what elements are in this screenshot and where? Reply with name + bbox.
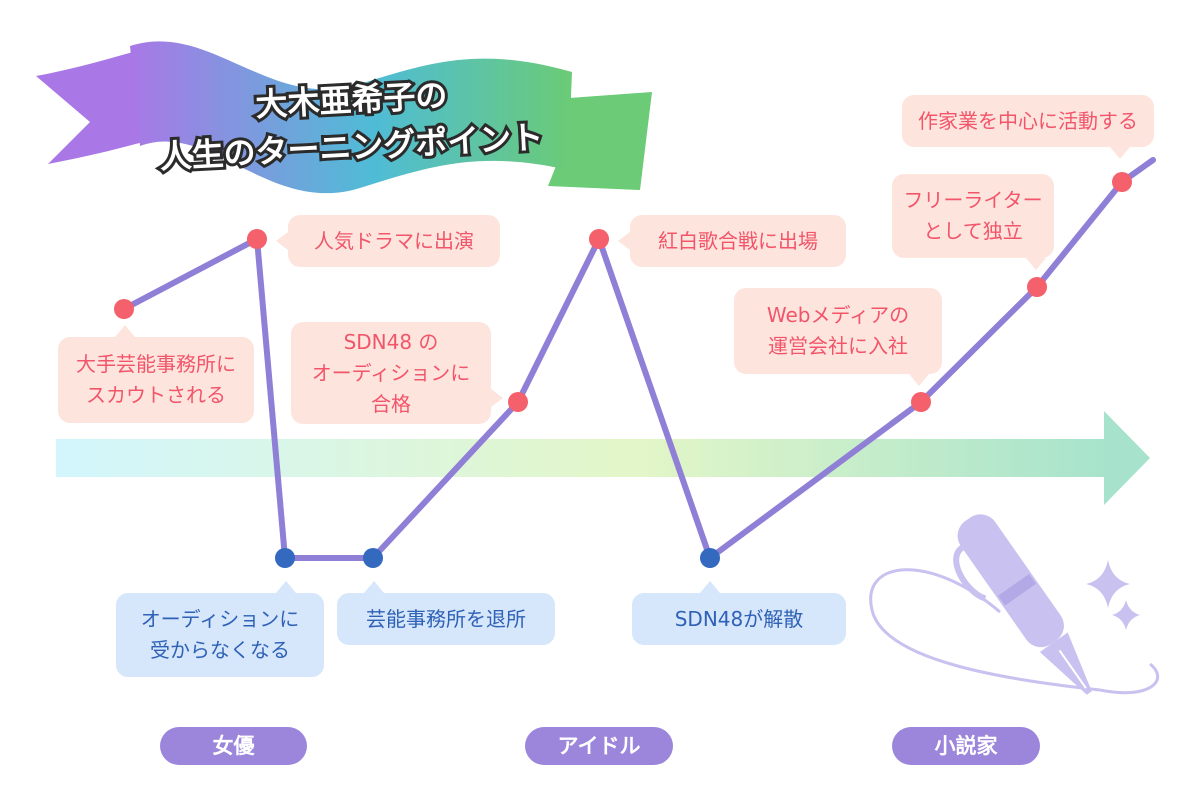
event-e6-line1: 紅白歌合戦に出場 [658,228,818,253]
event-e2-line1: 人気ドラマに出演 [314,228,474,253]
event-e8-line2: 運営会社に入社 [768,334,908,358]
event-dot-e8 [911,392,931,412]
event-callout-e8: Webメディアの 運営会社に入社 [734,288,942,386]
event-dot-e9 [1027,277,1047,297]
event-e10-line1: 作家業を中心に活動する [918,108,1138,133]
event-dots [114,172,1132,568]
event-callout-e9: フリーライター として独立 [892,174,1054,270]
event-e4-line1: 芸能事務所を退所 [366,606,526,631]
event-e9-line2: として独立 [923,219,1023,243]
fountain-pen-icon [869,514,1160,695]
event-dot-e1 [114,299,134,319]
event-callout-e7: SDN48が解散 [632,581,846,645]
event-e5-line2: オーディションに [311,360,471,385]
event-dot-e5 [508,392,528,412]
event-callout-e3: オーディションに 受からなくなる [116,581,324,677]
event-e9-line1: フリーライター [903,188,1043,212]
event-e5-line1: SDN48 の [343,329,439,354]
event-e7-line1: SDN48が解散 [674,606,804,631]
event-e8-line1: Webメディアの [766,303,910,327]
event-e1-line1: 大手芸能事務所に [76,352,236,376]
phase-idol-pill: アイドル [525,727,673,765]
event-e3-line2: 受からなくなる [150,638,290,662]
sparkle-icon [1086,560,1140,630]
event-dot-e7 [700,548,720,568]
event-dot-e10 [1112,172,1132,192]
event-e1-line2: スカウトされる [86,383,226,407]
event-dot-e2 [247,229,267,249]
event-callout-e10: 作家業を中心に活動する [902,95,1154,159]
phase-actress-pill: 女優 [160,727,307,765]
event-callout-e2: 人気ドラマに出演 [276,215,500,267]
event-dot-e4 [363,548,383,568]
event-e3-line1: オーディションに [140,607,300,631]
phase-novelist-pill: 小説家 [892,727,1040,765]
title-ribbon: 大木亜希子の 人生のターニングポイント [36,41,652,194]
event-e5-line3: 合格 [371,391,411,416]
event-callout-e1: 大手芸能事務所に スカウトされる [58,325,254,423]
event-callout-e5: SDN48 の オーディションに 合格 [291,322,503,424]
event-dot-e3 [275,548,295,568]
event-callout-e4: 芸能事務所を退所 [337,581,555,645]
event-callout-e6: 紅白歌合戦に出場 [618,215,846,267]
timeline-arrow [56,411,1150,505]
event-dot-e6 [589,229,609,249]
